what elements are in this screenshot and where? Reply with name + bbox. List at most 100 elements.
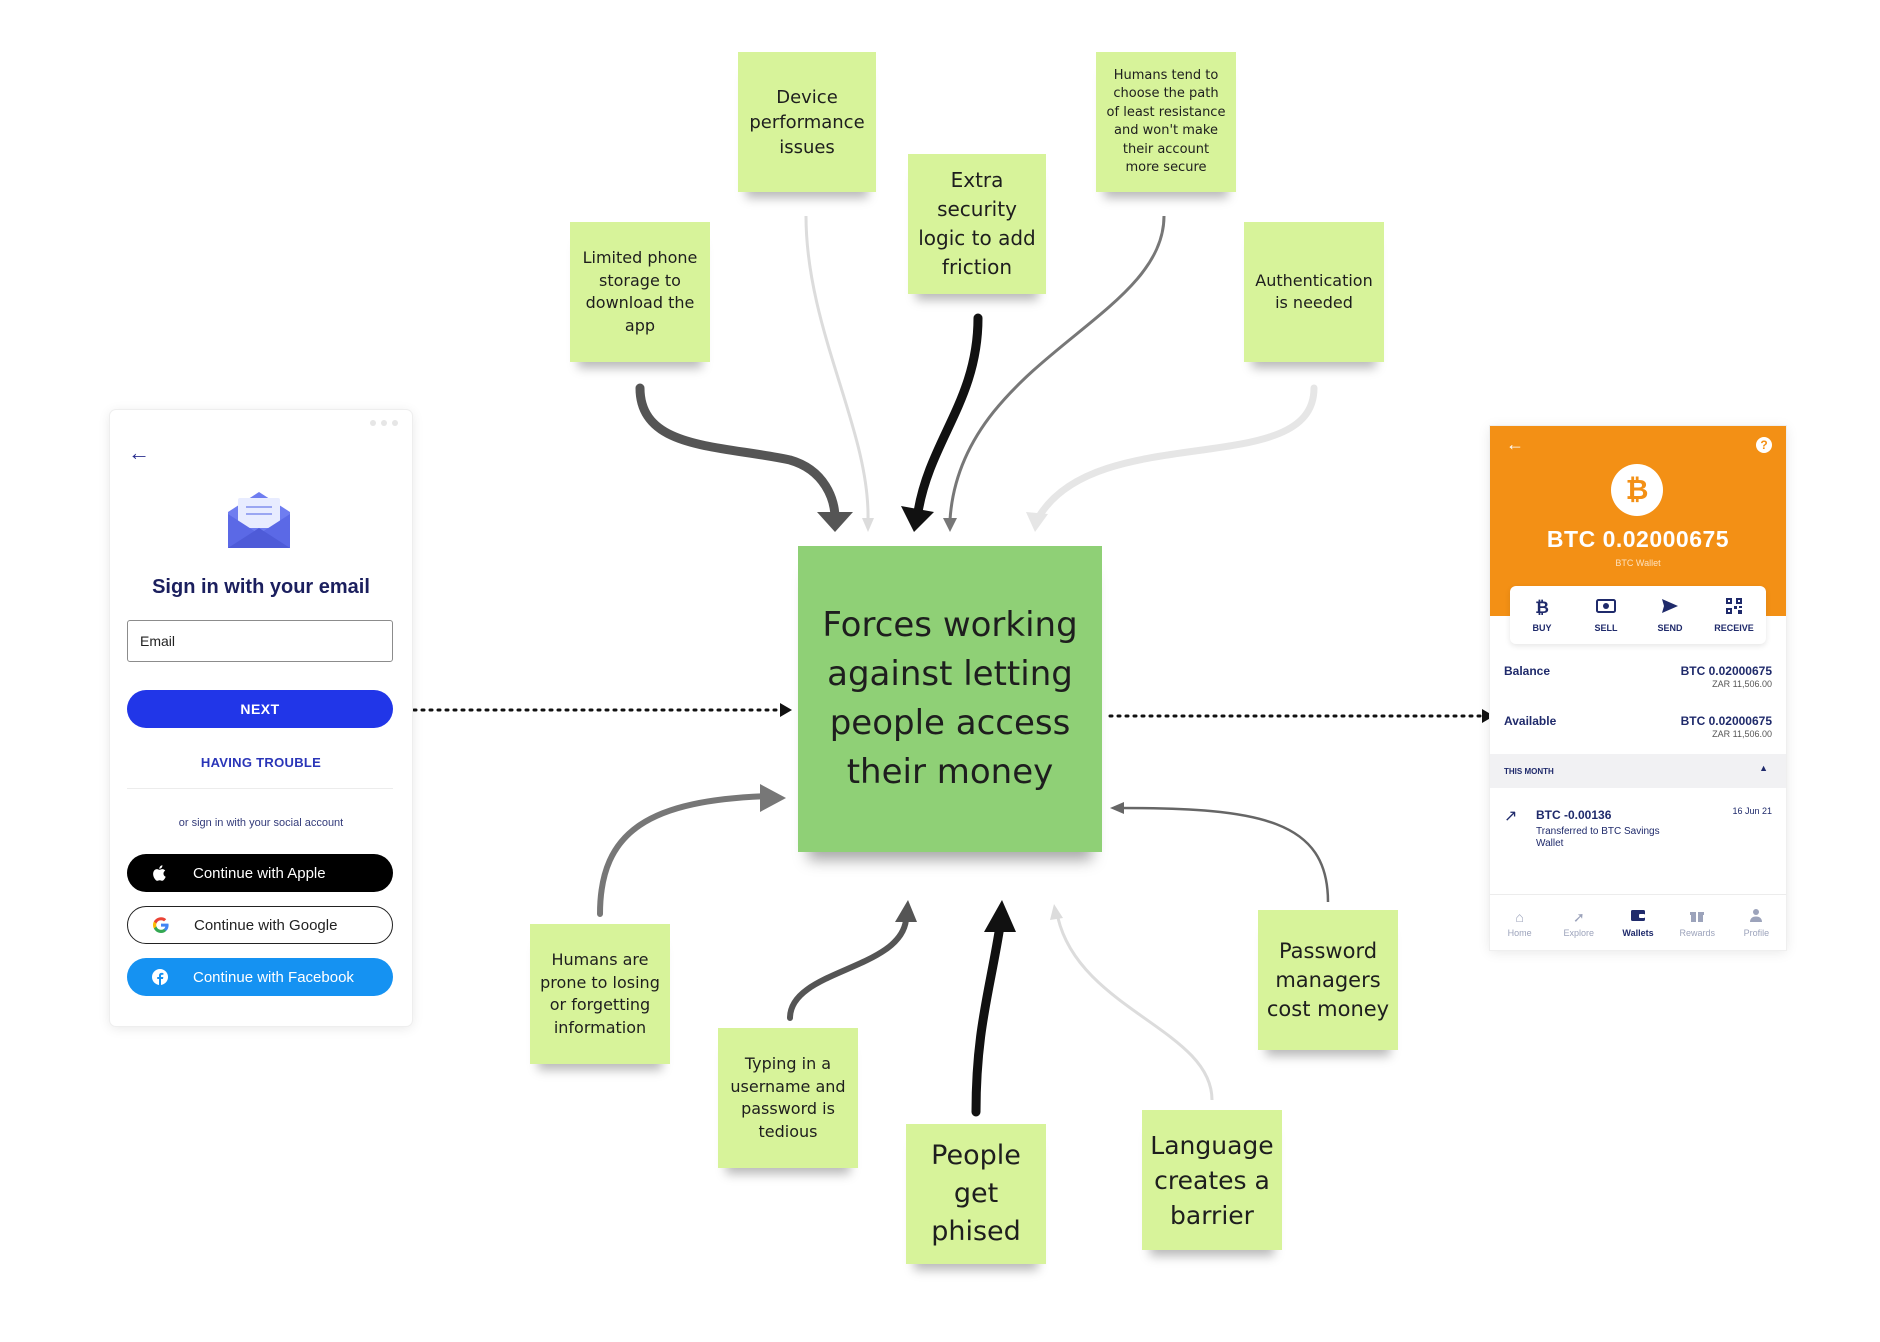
nav-wallets[interactable]: Wallets xyxy=(1608,895,1667,950)
arrowhead-losing xyxy=(760,784,786,812)
receive-button[interactable]: RECEIVE xyxy=(1702,586,1766,644)
send-button[interactable]: SEND xyxy=(1638,586,1702,644)
note-line: Language xyxy=(1150,1130,1274,1160)
nav-label: Home xyxy=(1507,927,1532,938)
back-arrow-icon[interactable]: ← xyxy=(1506,434,1524,454)
arrow-storage xyxy=(635,383,840,523)
bitcoin-icon: ₿ xyxy=(1611,464,1663,516)
note-line: Limited phone xyxy=(582,248,698,267)
bottom-nav: ⌂ Home ➚ Explore Wallets Rewards Profile xyxy=(1490,894,1786,950)
available-zar: ZAR 11,506.00 xyxy=(1712,729,1772,739)
back-arrow-icon[interactable]: ← xyxy=(128,440,150,465)
note-line: and won't make xyxy=(1114,123,1218,138)
wallet-subtitle: BTC Wallet xyxy=(1615,558,1661,568)
divider xyxy=(127,788,393,789)
arrow-auth xyxy=(1036,384,1318,519)
note-line: is needed xyxy=(1275,293,1353,312)
nav-rewards[interactable]: Rewards xyxy=(1668,895,1727,950)
arrow-security xyxy=(913,313,983,517)
nav-label: Wallets xyxy=(1622,927,1654,938)
note-line: app xyxy=(624,315,656,335)
note-line: Extra xyxy=(950,168,1004,192)
center-note: Forces working against letting people ac… xyxy=(798,546,1102,852)
next-button[interactable]: NEXT xyxy=(127,690,393,728)
arrowhead-phised xyxy=(984,900,1016,932)
center-note-line: against letting xyxy=(827,654,1073,694)
note-line: their account xyxy=(1122,141,1210,157)
action-label: SELL xyxy=(1594,622,1618,633)
help-icon[interactable]: ? xyxy=(1756,437,1772,453)
facebook-button-label: Continue with Facebook xyxy=(193,968,354,986)
email-placeholder: Email xyxy=(140,633,176,649)
arrow-typing xyxy=(787,917,909,1021)
note-authentication: Authentication is needed xyxy=(1244,222,1384,362)
arrow-losing xyxy=(597,793,773,917)
arrowhead-auth xyxy=(1026,512,1048,532)
note-line: friction xyxy=(941,255,1013,279)
arrowhead-password-managers xyxy=(1110,802,1124,814)
note-line: issues xyxy=(779,136,835,158)
note-line: Humans tend to xyxy=(1113,67,1219,83)
note-line: barrier xyxy=(1170,1200,1254,1230)
arrow-password-managers xyxy=(1119,806,1330,903)
transaction-amount: BTC -0.00136 xyxy=(1536,808,1612,822)
action-label: RECEIVE xyxy=(1714,622,1754,633)
transaction-row[interactable]: ↗ BTC -0.00136 16 Jun 21 Transferred to … xyxy=(1490,806,1786,866)
page-title: Sign in with your email xyxy=(152,576,370,598)
buy-button[interactable]: ₿ BUY xyxy=(1510,586,1574,644)
continue-with-facebook-button[interactable]: Continue with Facebook xyxy=(127,958,393,996)
gift-icon xyxy=(1689,908,1705,926)
note-line: or forgetting xyxy=(549,995,651,1014)
balance-value: BTC 0.02000675 xyxy=(1680,664,1772,678)
nav-profile[interactable]: Profile xyxy=(1727,895,1786,950)
bitcoin-icon: ₿ xyxy=(1535,597,1549,617)
note-line: security xyxy=(937,197,1017,221)
balance-label: Balance xyxy=(1504,664,1551,678)
nav-home[interactable]: ⌂ Home xyxy=(1490,895,1549,950)
sell-button[interactable]: SELL xyxy=(1574,586,1638,644)
note-line: username and xyxy=(730,1076,846,1096)
balance-zar: ZAR 11,506.00 xyxy=(1712,679,1772,689)
center-note-line: their money xyxy=(846,752,1054,792)
google-icon xyxy=(128,917,194,933)
this-month-section[interactable]: THIS MONTH ▲ xyxy=(1490,754,1786,788)
nav-label: Rewards xyxy=(1679,927,1715,938)
google-button-label: Continue with Google xyxy=(194,916,338,934)
envelope-icon xyxy=(228,492,290,548)
note-line: performance xyxy=(749,111,865,133)
note-language-barrier: Language creates a barrier xyxy=(1142,1110,1282,1250)
social-signin-text: or sign in with your social account xyxy=(178,817,344,829)
btc-wallet-screen: ← ? ₿ BTC 0.02000675 BTC Wallet ₿ BUY SE… xyxy=(1490,426,1786,950)
arrowhead-storage xyxy=(817,512,853,532)
note-losing-information: Humans are prone to losing or forgetting… xyxy=(530,924,670,1064)
wallet-amount: BTC 0.02000675 xyxy=(1546,526,1730,552)
wallet-icon xyxy=(1630,908,1646,926)
note-line: more secure xyxy=(1125,160,1207,175)
nav-explore[interactable]: ➚ Explore xyxy=(1549,895,1608,950)
center-note-line: people access xyxy=(829,703,1071,743)
transaction-date: 16 Jun 21 xyxy=(1732,806,1772,816)
note-line: People xyxy=(931,1140,1021,1171)
dotted-arrowhead-left xyxy=(780,703,792,717)
note-extra-security: Extra security logic to add friction xyxy=(908,154,1046,294)
window-dots xyxy=(370,420,398,426)
available-value: BTC 0.02000675 xyxy=(1680,714,1772,728)
note-line: phised xyxy=(931,1216,1021,1247)
continue-with-google-button[interactable]: Continue with Google xyxy=(127,906,393,944)
note-line: download the xyxy=(585,293,695,312)
email-field[interactable]: Email xyxy=(127,620,393,662)
continue-with-apple-button[interactable]: Continue with Apple xyxy=(127,854,393,892)
having-trouble-link[interactable]: HAVING TROUBLE xyxy=(200,755,322,770)
nav-label: Profile xyxy=(1743,927,1770,938)
note-line: tedious xyxy=(758,1121,818,1141)
arrow-language xyxy=(1056,917,1214,1101)
note-line: cost money xyxy=(1266,996,1390,1021)
note-line: Humans are xyxy=(551,950,649,969)
arrowhead-security xyxy=(901,506,934,532)
chevron-up-icon[interactable]: ▲ xyxy=(1759,763,1768,773)
arrowhead-typing xyxy=(895,900,917,922)
profile-icon xyxy=(1749,908,1763,926)
note-people-phised: People get phised xyxy=(906,1124,1046,1264)
facebook-icon xyxy=(127,969,193,985)
arrowhead-language xyxy=(1050,904,1063,920)
